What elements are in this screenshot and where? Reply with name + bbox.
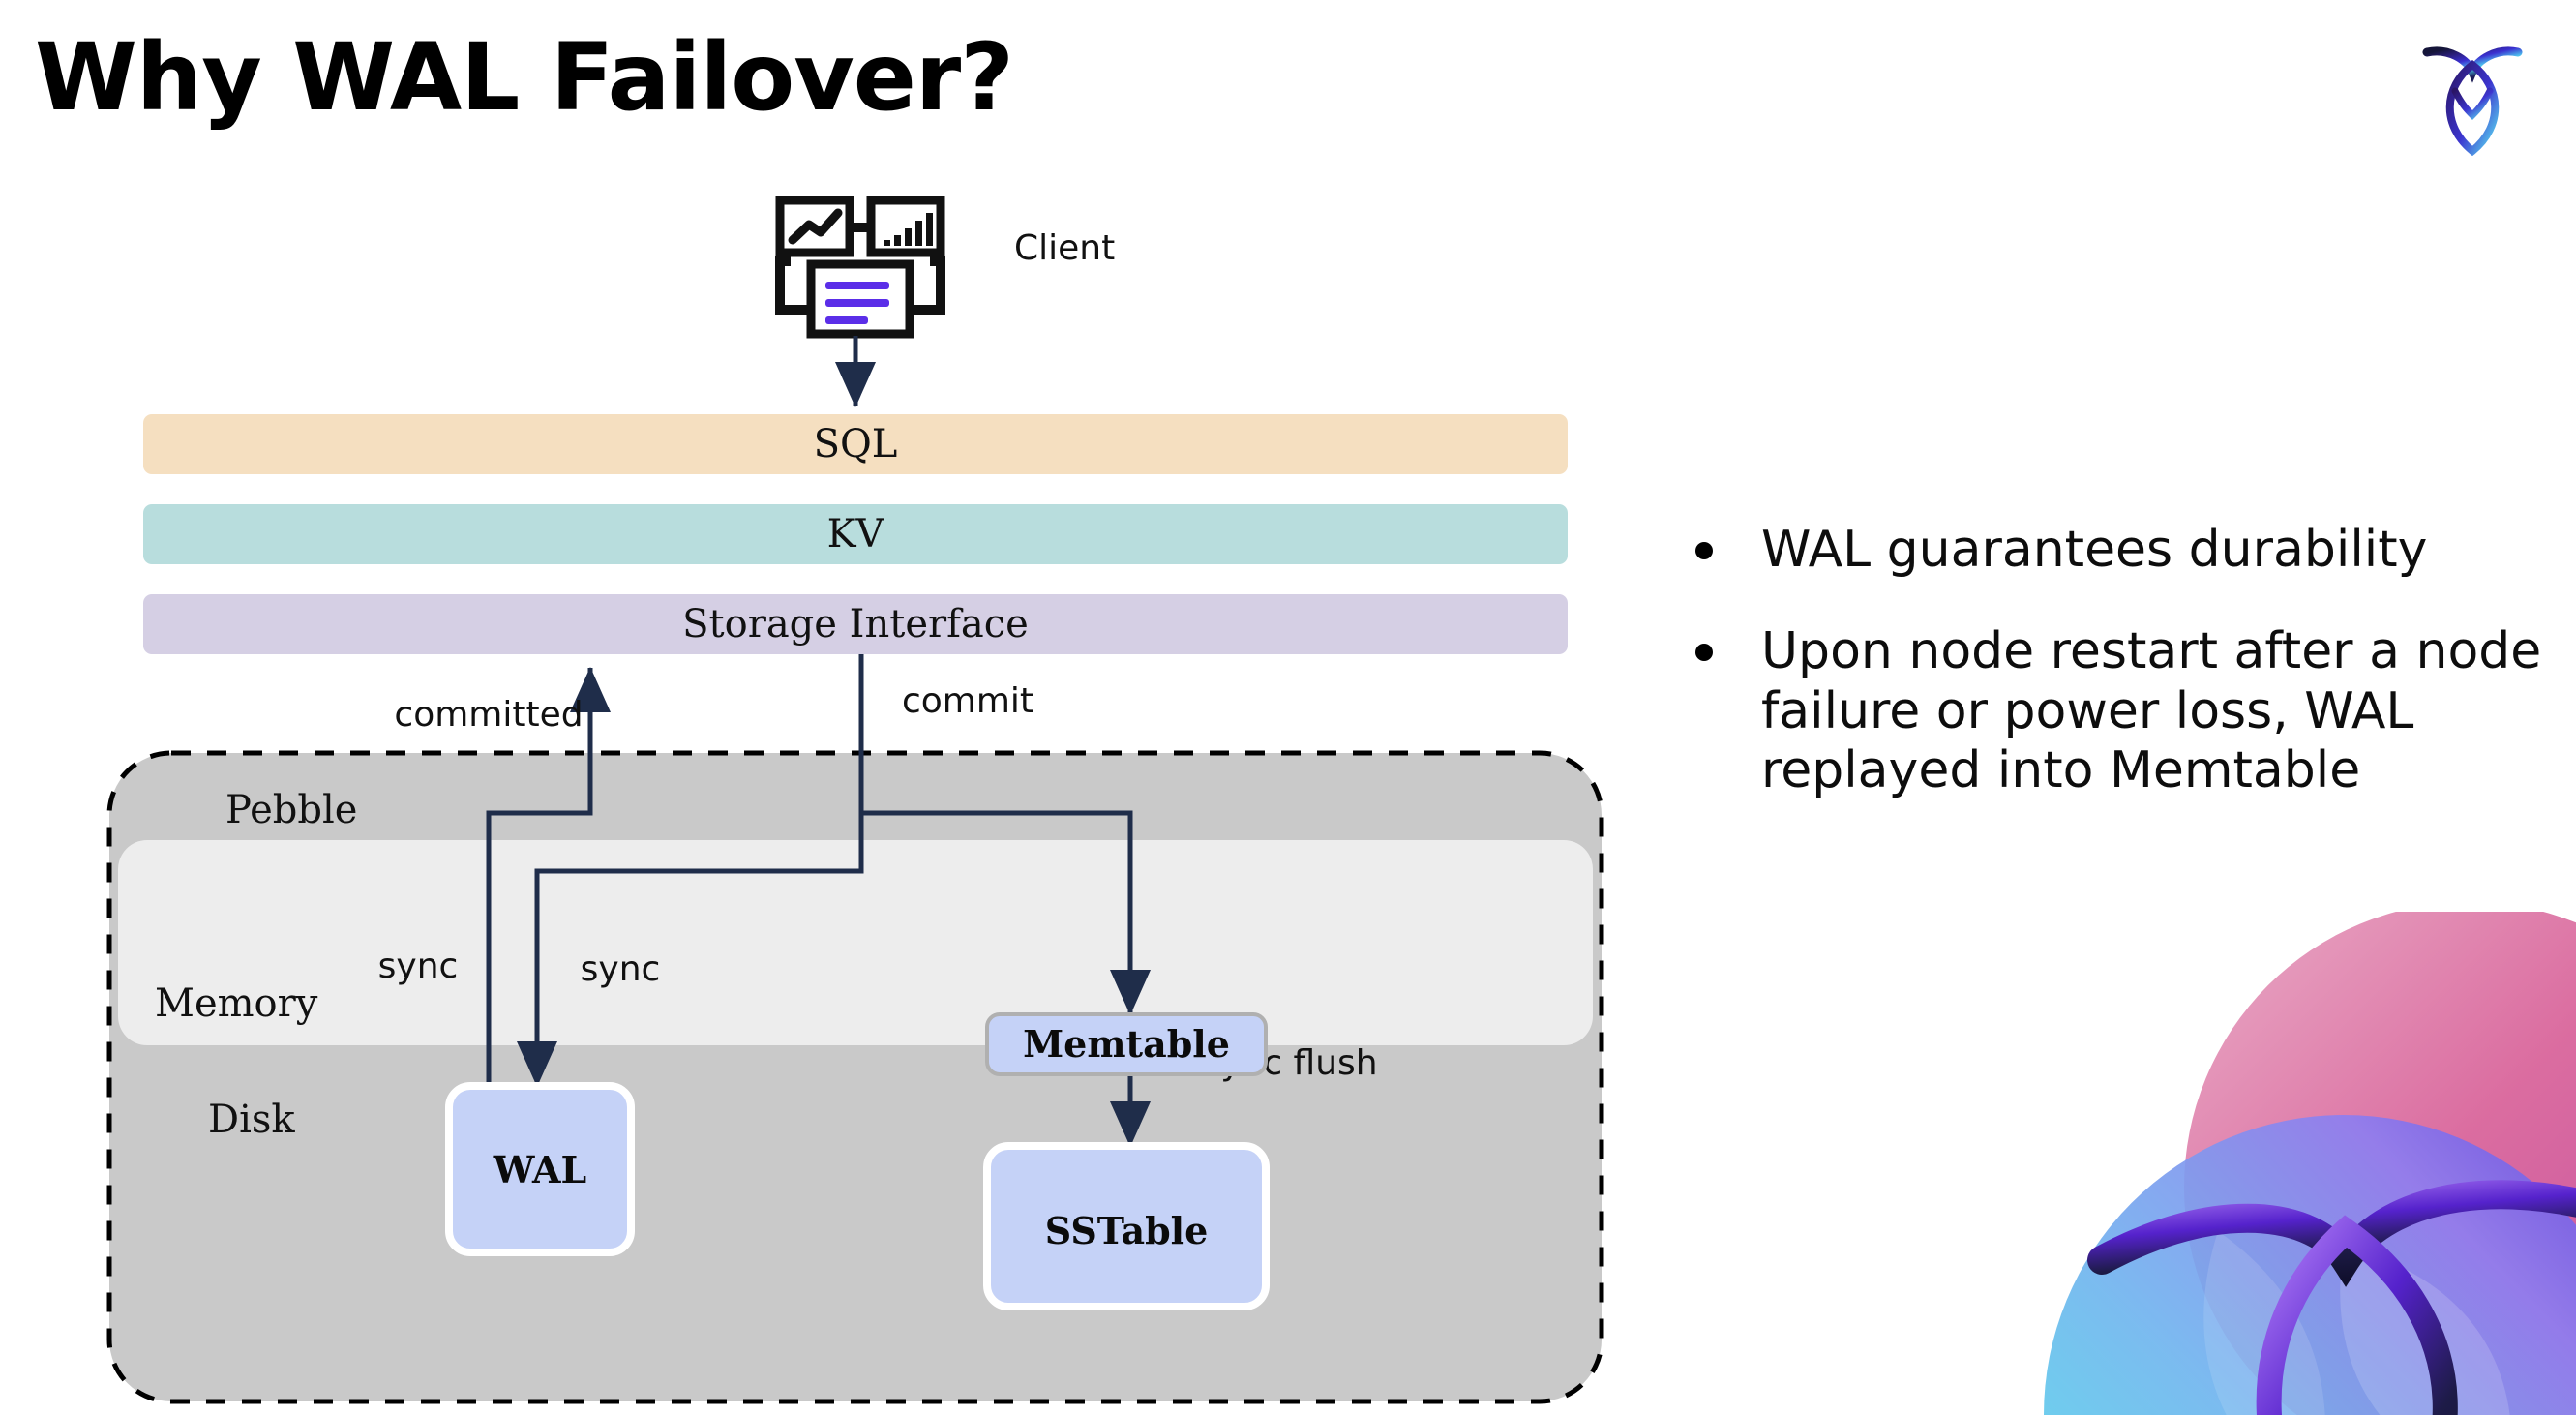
list-item: Upon node restart after a node failure o… — [1695, 622, 2547, 800]
bullet-list: WAL guarantees durability Upon node rest… — [1695, 521, 2547, 843]
edge-commit-to-wal — [516, 654, 864, 1088]
layer-storage-interface-bar[interactable] — [143, 594, 1568, 654]
decor-antenna — [2087, 1180, 2576, 1287]
layer-sql[interactable]: SQL — [143, 414, 1568, 474]
layer-kv[interactable]: KV — [143, 504, 1568, 564]
decorative-logo-graphic — [2044, 912, 2576, 1415]
layer-sql-bar[interactable] — [143, 414, 1568, 474]
list-item: WAL guarantees durability — [1695, 521, 2547, 580]
node-sstable-label: SSTable — [1045, 1209, 1209, 1252]
bullet-dot-icon — [1695, 542, 1713, 559]
node-memtable-box[interactable] — [985, 1012, 1268, 1076]
layer-storage-interface[interactable]: Storage Interface — [143, 594, 1568, 654]
decor-leaf-highlight — [2340, 1246, 2510, 1415]
architecture-diagram: Pebble Memory Disk SQL KV Storage Interf… — [106, 196, 1604, 1404]
decor-circle-cyan — [2044, 1115, 2576, 1415]
layer-kv-bar[interactable] — [143, 504, 1568, 564]
cockroachdb-logo-icon — [2422, 46, 2523, 157]
layer-storage-interface-label: Storage Interface — [682, 602, 1029, 647]
bullet-text: Upon node restart after a node failure o… — [1761, 622, 2542, 800]
layer-kv-label: KV — [827, 512, 885, 557]
disk-label: Disk — [208, 1098, 295, 1142]
node-memtable[interactable]: Memtable — [985, 1012, 1268, 1076]
node-wal-label: WAL — [493, 1148, 586, 1191]
decor-leaf-highlight-2 — [2203, 1231, 2325, 1415]
edge-committed-to-storage-interface — [486, 666, 612, 1086]
edge-label-committed: committed — [394, 695, 583, 735]
decor-circle-pink — [2184, 912, 2576, 1415]
page-title: Why WAL Failover? — [35, 23, 1014, 132]
bullet-dot-icon — [1695, 644, 1713, 662]
memory-label: Memory — [155, 981, 318, 1026]
bullet-text: WAL guarantees durability — [1761, 521, 2428, 579]
node-wal-box[interactable] — [445, 1082, 635, 1256]
layer-sql-label: SQL — [814, 422, 898, 467]
node-wal[interactable]: WAL — [445, 1082, 635, 1256]
decor-leaf-outline — [2256, 1215, 2458, 1415]
node-sstable-box[interactable] — [983, 1142, 1270, 1310]
node-sstable[interactable]: SSTable — [983, 1142, 1270, 1310]
client-dashboard-icon — [775, 196, 945, 339]
edge-label-sync-committed: sync — [378, 947, 459, 986]
client-label: Client — [1014, 228, 1115, 268]
edge-label-commit: commit — [902, 681, 1033, 721]
pebble-label: Pebble — [225, 788, 357, 832]
node-memtable-label: Memtable — [1023, 1022, 1230, 1066]
edge-label-sync-commit: sync — [581, 949, 661, 989]
edge-commit-to-memtable — [861, 810, 1151, 1016]
